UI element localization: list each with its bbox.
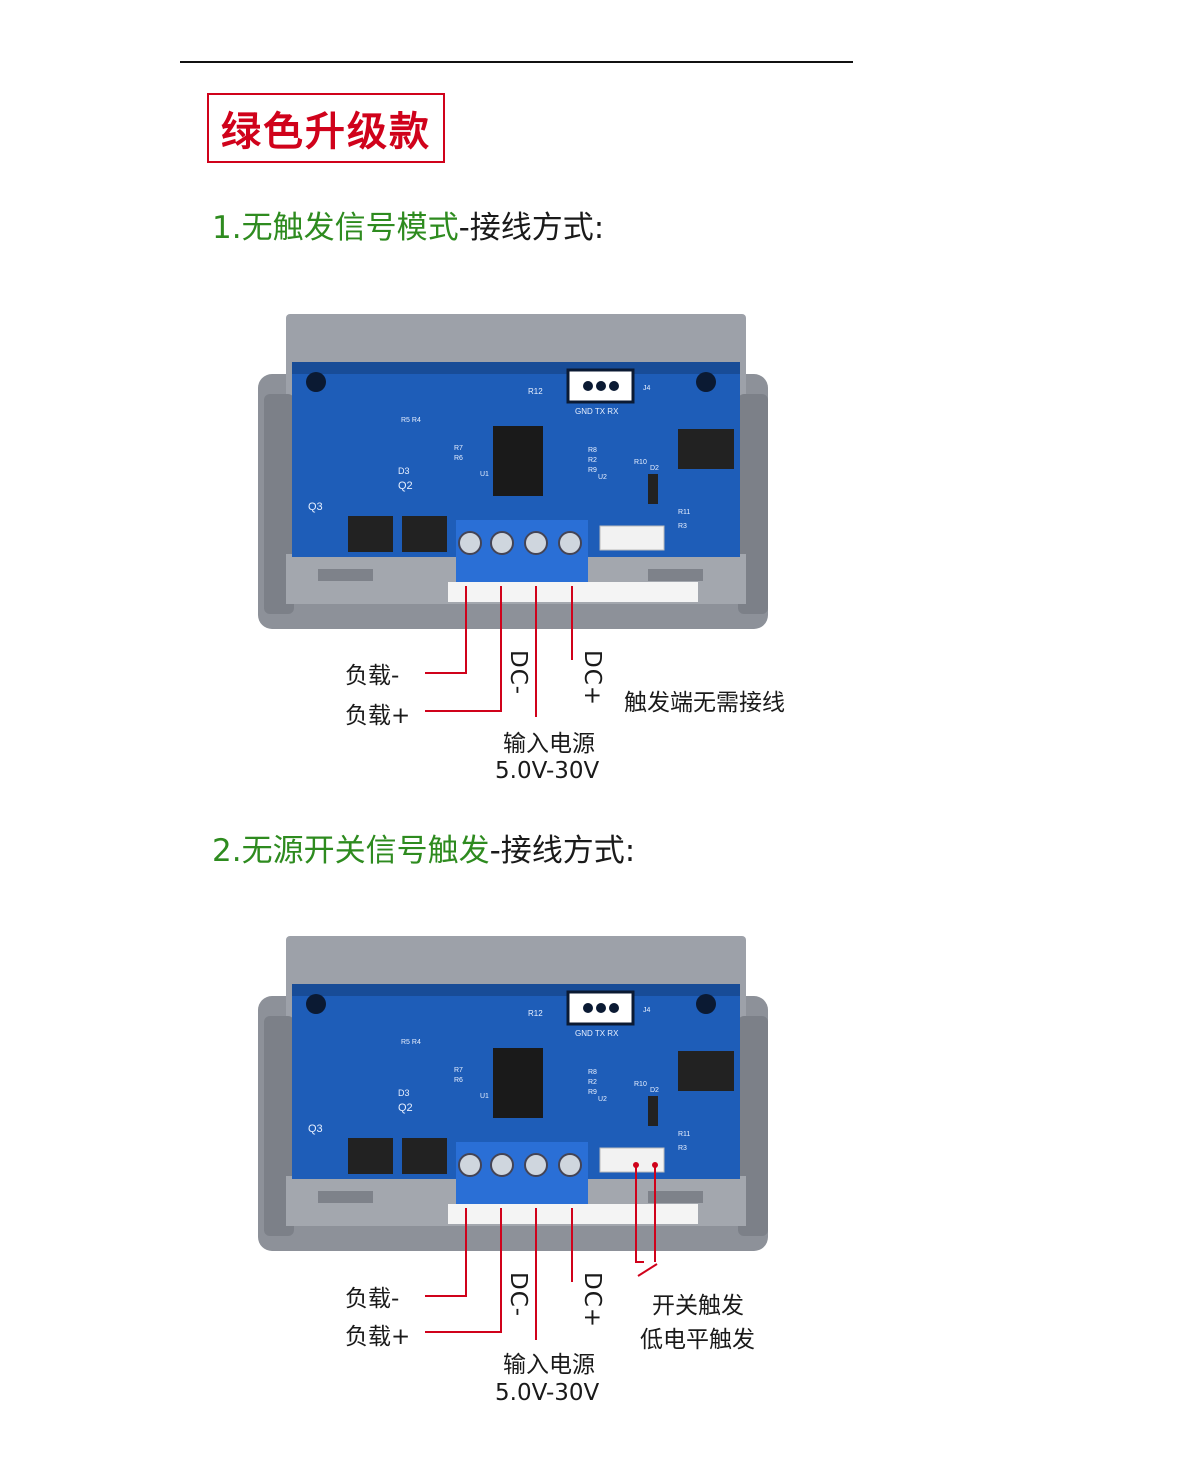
svg-text:U1: U1 bbox=[480, 471, 489, 478]
svg-text:D2: D2 bbox=[650, 1087, 659, 1094]
section2-title-mode: 无源开关信号触发 bbox=[241, 833, 490, 869]
svg-text:R10: R10 bbox=[634, 1081, 647, 1088]
svg-text:R5 R4: R5 R4 bbox=[401, 417, 421, 424]
svg-text:J4: J4 bbox=[643, 1007, 651, 1014]
switch-symbol bbox=[637, 1263, 658, 1277]
dc-minus-label-1: DC- bbox=[505, 650, 531, 696]
switch-trigger-label: 开关触发 bbox=[652, 1293, 744, 1319]
svg-text:R3: R3 bbox=[678, 1145, 687, 1152]
variant-badge: 绿色升级款 bbox=[207, 93, 445, 163]
top-divider bbox=[180, 61, 853, 63]
svg-text:R8: R8 bbox=[588, 1069, 597, 1076]
svg-text:D3: D3 bbox=[398, 466, 410, 476]
low-level-trigger-label: 低电平触发 bbox=[640, 1327, 755, 1353]
svg-text:R6: R6 bbox=[454, 455, 463, 462]
svg-text:R7: R7 bbox=[454, 445, 463, 452]
terminal-block bbox=[456, 520, 588, 582]
section2-title: 2.无源开关信号触发-接线方式: bbox=[212, 825, 635, 870]
svg-text:R12: R12 bbox=[528, 387, 543, 396]
load-plus-label-2: 负载+ bbox=[345, 1324, 411, 1350]
board-illustration-1: GND TX RX J4 U1 R12 Q3 D3 Q2 R10 D2 U2 R… bbox=[258, 314, 768, 629]
svg-text:Q3: Q3 bbox=[308, 501, 323, 513]
svg-text:GND TX RX: GND TX RX bbox=[575, 407, 619, 416]
svg-text:GND TX RX: GND TX RX bbox=[575, 1029, 619, 1038]
power-range-1: 5.0V-30V bbox=[495, 758, 600, 784]
svg-text:R2: R2 bbox=[588, 457, 597, 464]
load-plus-label-1: 负载+ bbox=[345, 703, 411, 729]
svg-text:R11: R11 bbox=[678, 1131, 690, 1138]
svg-text:Q2: Q2 bbox=[398, 480, 413, 492]
svg-text:D3: D3 bbox=[398, 1088, 410, 1098]
power-label-2: 输入电源 bbox=[503, 1352, 595, 1378]
power-label-1: 输入电源 bbox=[503, 731, 595, 757]
svg-text:R2: R2 bbox=[588, 1079, 597, 1086]
section1-title-rest: -接线方式: bbox=[458, 210, 605, 246]
svg-text:R10: R10 bbox=[634, 459, 647, 466]
terminal-block bbox=[456, 1142, 588, 1204]
dc-minus-label-2: DC- bbox=[505, 1272, 531, 1318]
svg-text:J4: J4 bbox=[643, 385, 651, 392]
label-strip bbox=[448, 582, 698, 602]
svg-text:D2: D2 bbox=[650, 465, 659, 472]
svg-text:Q2: Q2 bbox=[398, 1102, 413, 1114]
svg-text:R9: R9 bbox=[588, 467, 597, 474]
label-strip bbox=[448, 1204, 698, 1224]
dc-plus-label-2: DC+ bbox=[579, 1272, 605, 1329]
load-minus-label-2: 负载- bbox=[345, 1286, 400, 1312]
section1-title-mode: 无触发信号模式 bbox=[241, 210, 459, 246]
section1-title: 1.无触发信号模式-接线方式: bbox=[212, 202, 604, 247]
trigger-note-1: 触发端无需接线 bbox=[624, 690, 785, 716]
svg-text:R5 R4: R5 R4 bbox=[401, 1039, 421, 1046]
power-range-2: 5.0V-30V bbox=[495, 1380, 600, 1406]
section2-title-num: 2. bbox=[212, 833, 242, 869]
svg-text:R8: R8 bbox=[588, 447, 597, 454]
svg-text:Q3: Q3 bbox=[308, 1123, 323, 1135]
svg-text:U2: U2 bbox=[598, 1096, 607, 1103]
dc-plus-label-1: DC+ bbox=[579, 650, 605, 707]
signal-connector bbox=[599, 525, 665, 551]
svg-text:R12: R12 bbox=[528, 1009, 543, 1018]
svg-text:R6: R6 bbox=[454, 1077, 463, 1084]
section2-title-rest: -接线方式: bbox=[489, 833, 636, 869]
board-illustration-2: GND TX RX J4 U1 R12 Q3 D3 Q2 R10 D2 U2 R… bbox=[258, 936, 768, 1251]
svg-text:R11: R11 bbox=[678, 509, 690, 516]
svg-text:U1: U1 bbox=[480, 1093, 489, 1100]
pcb: GND TX RX J4 U1 R12 Q3 D3 Q2 R10 D2 U2 R… bbox=[292, 984, 740, 1179]
signal-connector bbox=[599, 1147, 665, 1173]
load-minus-label-1: 负载- bbox=[345, 663, 400, 689]
svg-text:R3: R3 bbox=[678, 523, 687, 530]
section1-title-num: 1. bbox=[212, 210, 242, 246]
svg-text:U2: U2 bbox=[598, 474, 607, 481]
svg-text:R7: R7 bbox=[454, 1067, 463, 1074]
svg-text:R9: R9 bbox=[588, 1089, 597, 1096]
